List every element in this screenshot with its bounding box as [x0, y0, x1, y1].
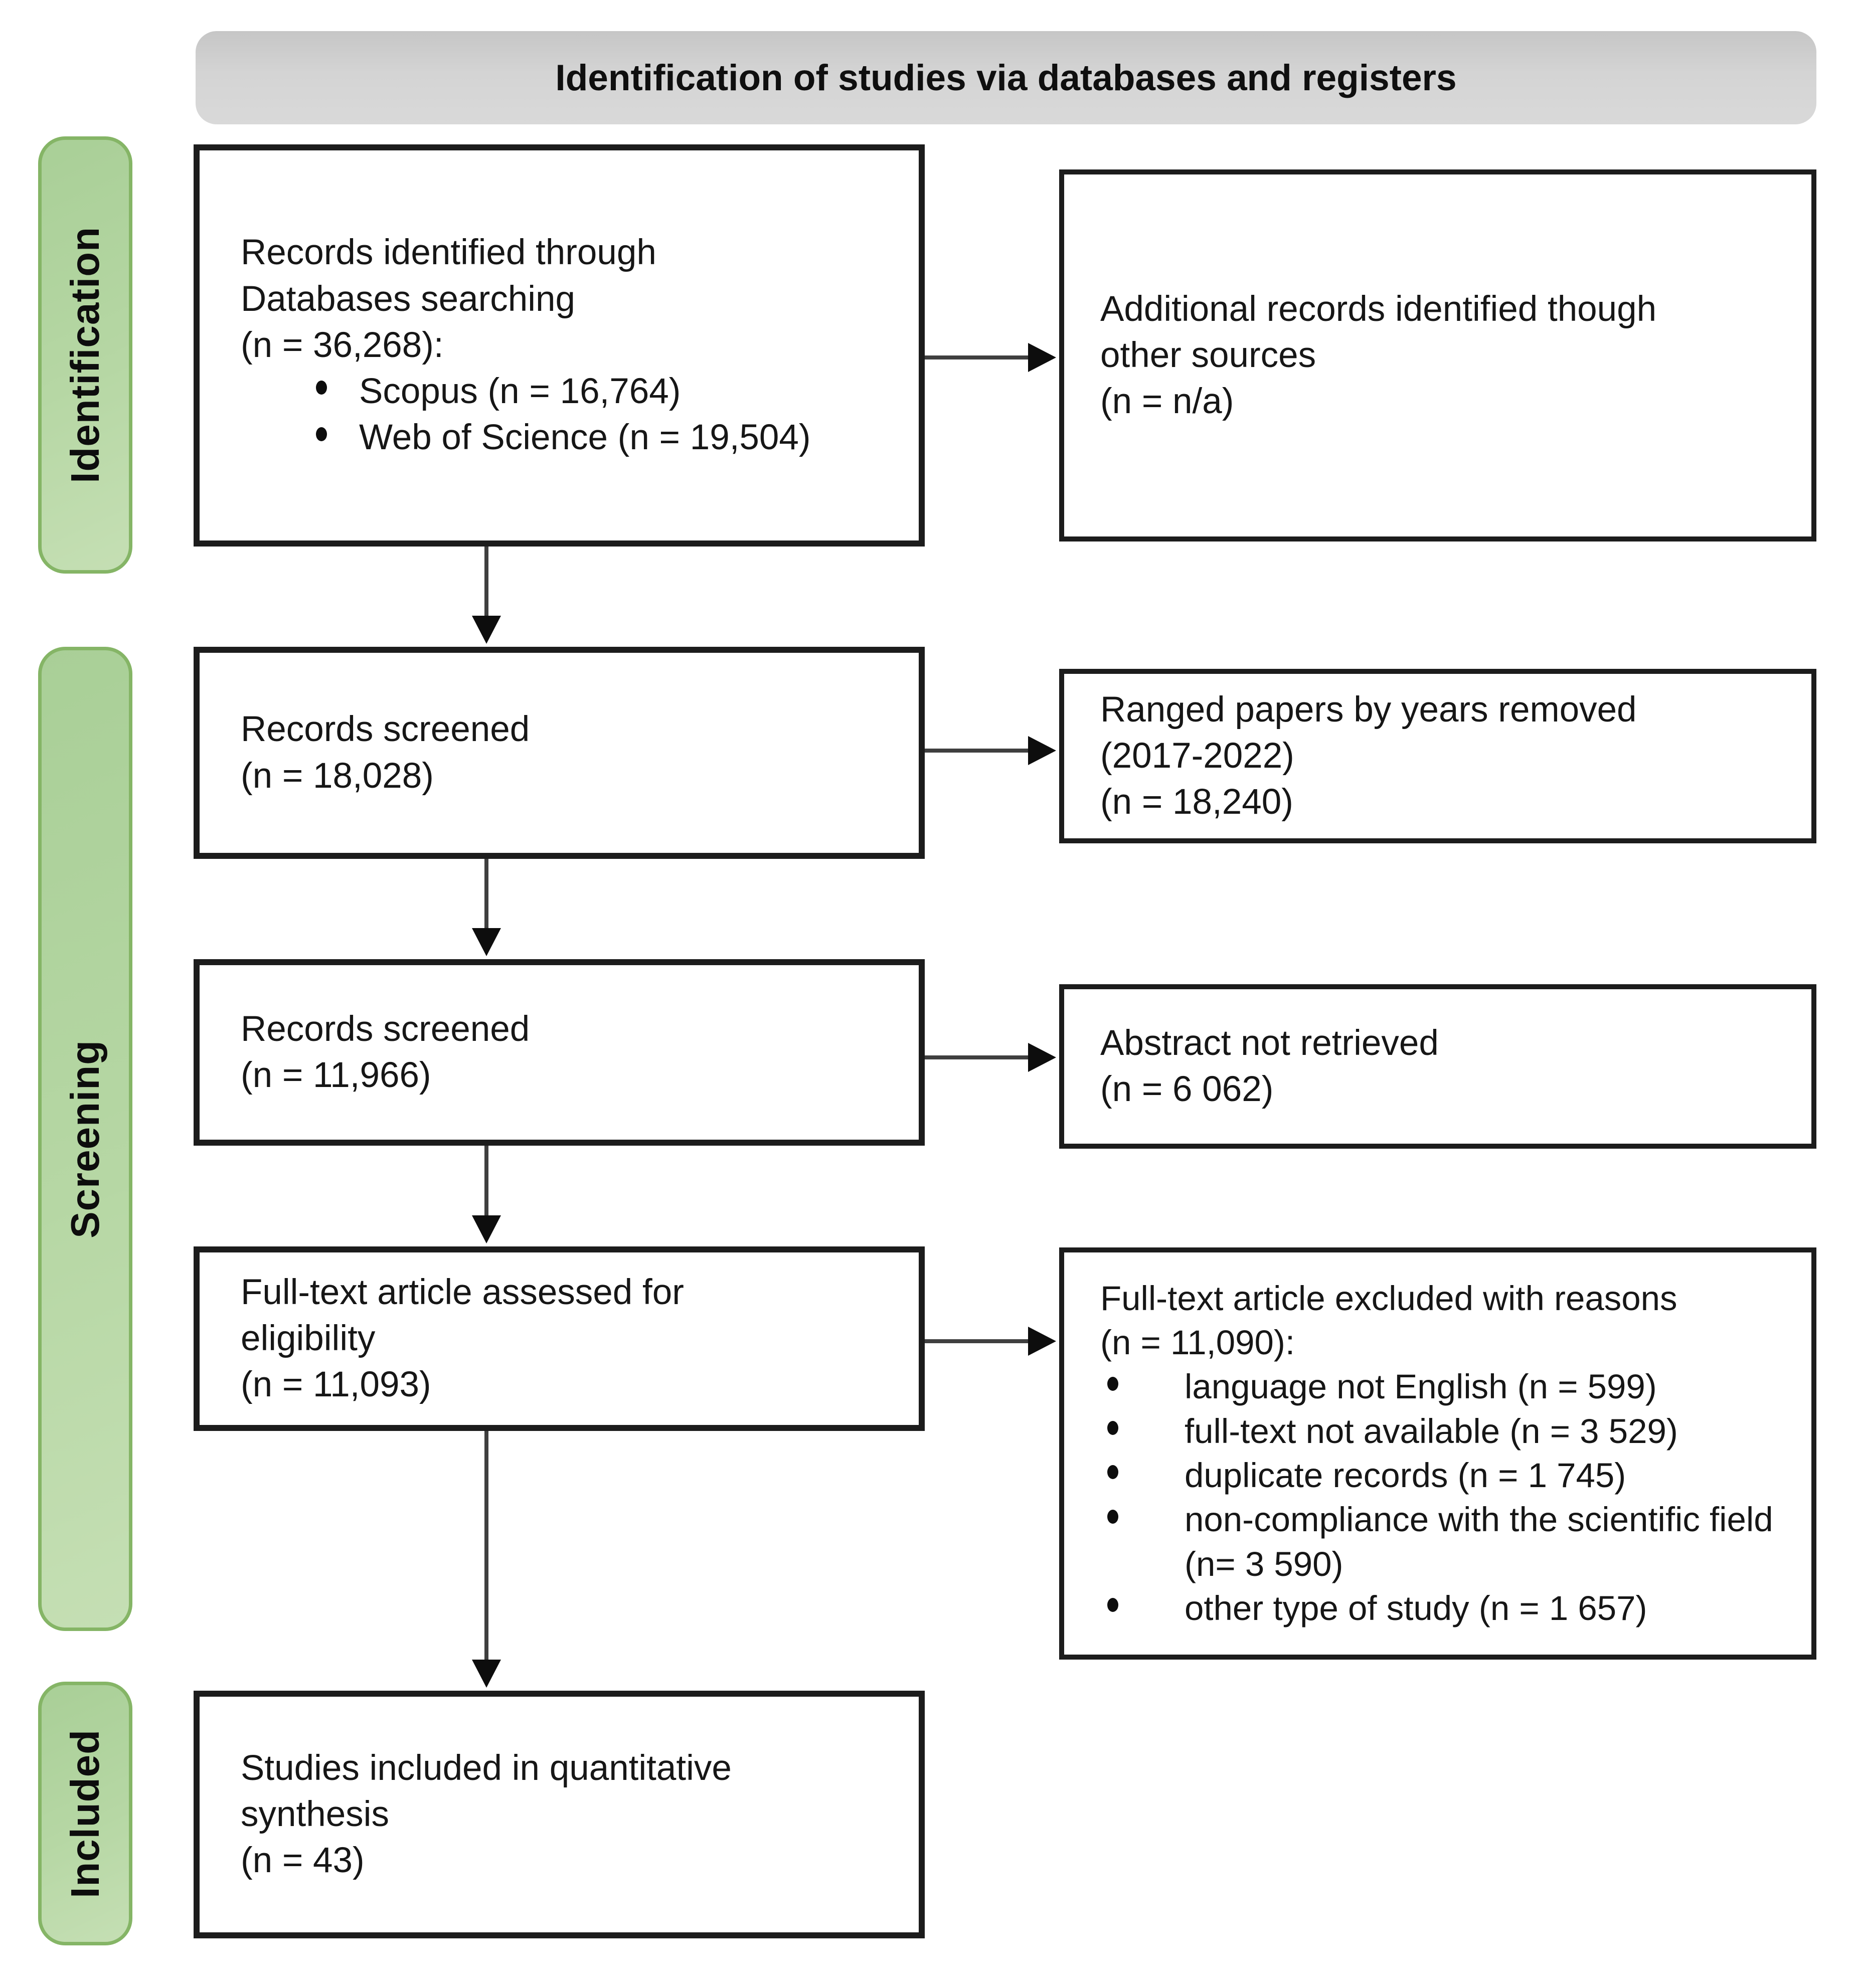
bullet-text: full-text not available (n = 3 529) — [1185, 1411, 1678, 1451]
bullet-text: Web of Science (n = 19,504) — [359, 418, 811, 458]
connector-identified-to-additional — [925, 355, 1028, 359]
arrow-down-icon — [472, 1660, 501, 1688]
bullet-item: other type of study (n = 1 657) — [1100, 1586, 1796, 1631]
box-text-line: Databases searching — [241, 279, 576, 319]
connector-screened1-to-screened2 — [484, 859, 488, 929]
bullet-item: language not English (n = 599) — [1100, 1365, 1796, 1409]
connector-identified-to-screened — [484, 547, 488, 617]
stage-rail-identification: Identification — [38, 136, 132, 574]
diagram-title-bar: Identification of studies via databases … — [196, 31, 1816, 124]
stage-label-screening: Screening — [63, 1039, 107, 1238]
arrow-down-icon — [472, 616, 501, 644]
box-text-line: eligibility — [241, 1318, 376, 1358]
box-additional-records: Additional records identified though oth… — [1059, 169, 1816, 541]
stage-label-included: Included — [63, 1729, 107, 1898]
box-text-line: Studies included in quantitative — [241, 1748, 732, 1788]
box-text-line: (n = 6 062) — [1100, 1069, 1274, 1109]
box-text-line: (n = 11,090): — [1100, 1323, 1295, 1362]
connector-screened1-to-ranged — [925, 749, 1028, 753]
connector-fulltext-to-included — [484, 1431, 488, 1661]
box-text-line: (n = 18,240) — [1100, 782, 1293, 822]
bullet-text: Scopus (n = 16,764) — [359, 372, 681, 412]
bullet-item: full-text not available (n = 3 529) — [1100, 1409, 1796, 1454]
bullet-item: Scopus (n = 16,764) — [241, 369, 904, 415]
box-text-line: (n = n/a) — [1100, 382, 1234, 422]
box-text-line: synthesis — [241, 1794, 389, 1834]
bullet-dot-icon — [316, 381, 327, 395]
connector-fulltext-to-excluded — [925, 1339, 1028, 1343]
bullet-dot-icon — [1107, 1376, 1118, 1391]
arrow-right-icon — [1028, 1327, 1056, 1356]
box-text-line: (n = 11,093) — [241, 1365, 431, 1405]
box-records-screened-1: Records screened (n = 18,028) — [194, 647, 925, 859]
bullet-dot-icon — [316, 427, 327, 441]
stage-rail-screening: Screening — [38, 647, 132, 1631]
box-studies-included: Studies included in quantitative synthes… — [194, 1691, 925, 1938]
box-text-line: Full-text article assessed for — [241, 1272, 684, 1312]
bullet-text: language not English (n = 599) — [1185, 1367, 1657, 1406]
box-text-line: (n = 11,966) — [241, 1055, 431, 1095]
box-text-line: other sources — [1100, 335, 1316, 375]
bullet-dot-icon — [1107, 1509, 1118, 1524]
bullet-dot-icon — [1107, 1465, 1118, 1480]
connector-screened2-to-fulltext — [484, 1146, 488, 1216]
box-fulltext-assessed: Full-text article assessed for eligibili… — [194, 1246, 925, 1431]
bullet-item: Web of Science (n = 19,504) — [241, 415, 904, 461]
arrow-right-icon — [1028, 736, 1056, 765]
box-text-line: Records screened — [241, 709, 530, 750]
arrow-right-icon — [1028, 343, 1056, 372]
box-text-line: Additional records identified though — [1100, 289, 1657, 329]
bullet-dot-icon — [1107, 1598, 1118, 1612]
diagram-title: Identification of studies via databases … — [555, 57, 1457, 98]
stage-label-identification: Identification — [63, 227, 107, 483]
bullet-text: duplicate records (n = 1 745) — [1185, 1456, 1626, 1495]
box-text-line: (n = 43) — [241, 1841, 365, 1881]
bullet-item: non-compliance with the scientific field… — [1100, 1498, 1796, 1586]
arrow-down-icon — [472, 928, 501, 956]
box-text-line: (n = 36,268): — [241, 325, 444, 365]
box-fulltext-excluded: Full-text article excluded with reasons … — [1059, 1247, 1816, 1660]
box-records-identified: Records identified through Databases sea… — [194, 144, 925, 547]
bullet-text: other type of study (n = 1 657) — [1185, 1588, 1647, 1628]
box-text-line: Records screened — [241, 1009, 530, 1049]
arrow-right-icon — [1028, 1043, 1056, 1072]
stage-rail-included: Included — [38, 1682, 132, 1945]
box-text-line: Full-text article excluded with reasons — [1100, 1279, 1677, 1318]
box-text-line: Records identified through — [241, 233, 656, 273]
box-text-line: (2017-2022) — [1100, 736, 1294, 776]
box-text-line: (n = 18,028) — [241, 756, 434, 796]
box-text-line: Abstract not retrieved — [1100, 1023, 1439, 1063]
box-ranged-papers-removed: Ranged papers by years removed (2017-202… — [1059, 669, 1816, 843]
arrow-down-icon — [472, 1215, 501, 1243]
box-records-screened-2: Records screened (n = 11,966) — [194, 959, 925, 1146]
connector-screened2-to-abstract — [925, 1055, 1028, 1059]
box-abstract-not-retrieved: Abstract not retrieved (n = 6 062) — [1059, 984, 1816, 1149]
box-text-line: Ranged papers by years removed — [1100, 689, 1637, 730]
bullet-dot-icon — [1107, 1421, 1118, 1435]
bullet-item: duplicate records (n = 1 745) — [1100, 1454, 1796, 1498]
bullet-text: non-compliance with the scientific field… — [1185, 1500, 1773, 1583]
